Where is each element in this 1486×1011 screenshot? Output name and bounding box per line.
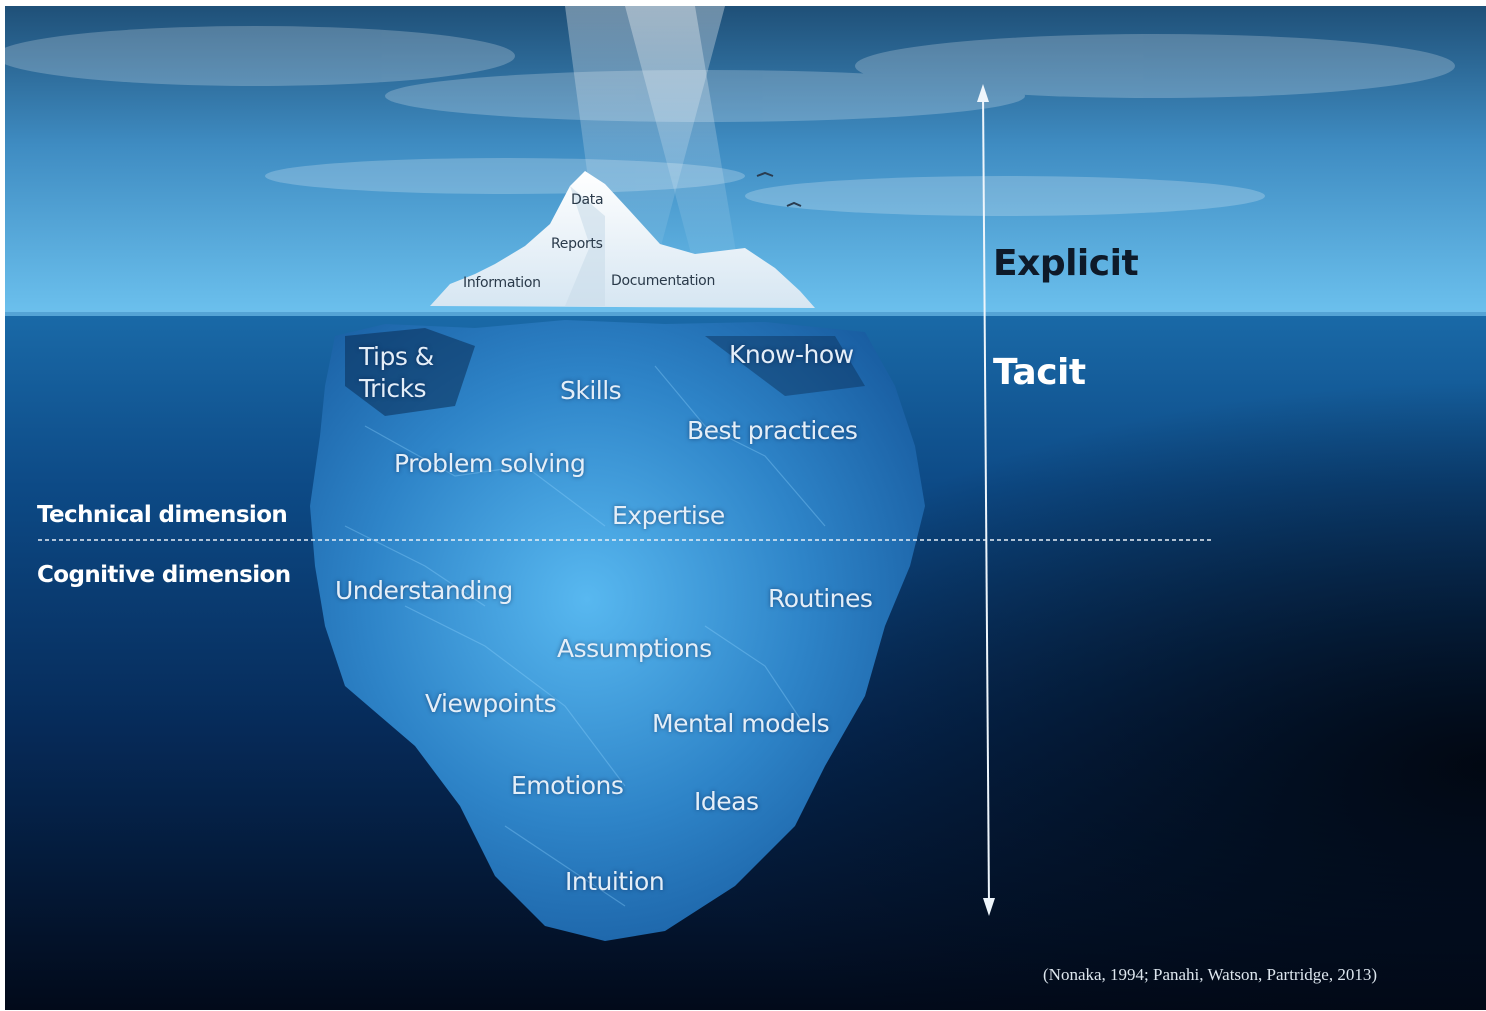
- tacit-label: Tacit: [993, 352, 1086, 393]
- underwater-label: Viewpoints: [425, 689, 557, 718]
- iceberg-illustration: [5, 6, 1486, 1010]
- citation: (Nonaka, 1994; Panahi, Watson, Partridge…: [1043, 965, 1378, 984]
- iceberg-scene: Data Reports Information Documentation T…: [5, 6, 1486, 1010]
- arrow-down-head: [983, 898, 995, 916]
- tip-label: Information: [463, 275, 541, 291]
- underwater-label: Best practices: [687, 416, 858, 445]
- tip-label: Reports: [551, 236, 603, 252]
- tip-label: Documentation: [611, 273, 716, 289]
- iceberg-underwater: [310, 320, 925, 941]
- tip-label: Data: [571, 192, 604, 208]
- technical-dimension-label: Technical dimension: [37, 502, 288, 528]
- underwater-label: Assumptions: [557, 634, 712, 663]
- arrow-up-head: [977, 84, 989, 102]
- cognitive-dimension-label: Cognitive dimension: [37, 562, 291, 588]
- bird: [756, 171, 774, 177]
- vertical-arrow: [977, 84, 995, 916]
- bird: [786, 201, 802, 207]
- explicit-label: Explicit: [993, 243, 1139, 284]
- underwater-label: Mental models: [652, 709, 830, 738]
- waterline: [5, 310, 1486, 316]
- underwater-label: Tips & Tricks: [359, 342, 434, 403]
- underwater-label: Expertise: [612, 501, 725, 530]
- clouds: [5, 26, 1455, 216]
- iceberg-tip: [430, 171, 815, 308]
- underwater-label: Routines: [768, 584, 873, 613]
- underwater-label: Skills: [560, 376, 622, 405]
- underwater-label: Ideas: [694, 787, 759, 816]
- underwater-label: Problem solving: [394, 449, 586, 478]
- underwater-label: Intuition: [565, 867, 665, 896]
- underwater-label: Know-how: [729, 340, 854, 369]
- underwater-label: Understanding: [335, 576, 513, 605]
- underwater-label: Emotions: [511, 771, 624, 800]
